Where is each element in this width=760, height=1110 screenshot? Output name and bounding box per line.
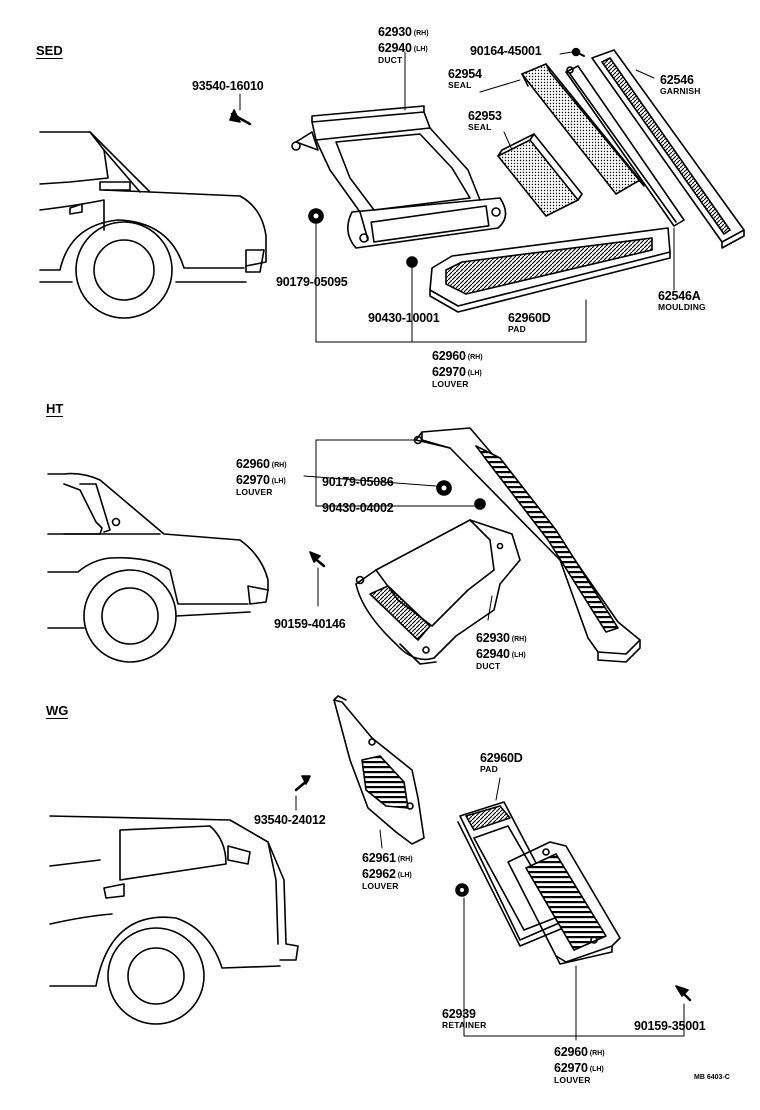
wagon-car-outline (49, 815, 299, 1025)
clip-90164-45001-icon (571, 47, 585, 57)
sed-seal-62953-callout: 62953 SEAL (468, 109, 502, 132)
sed-seal-62954-callout: 62954 SEAL (448, 67, 482, 90)
washer-90430-04002-icon (474, 498, 486, 510)
wg-pad-callout: 62960D PAD (480, 751, 523, 774)
hardtop-car-outline (47, 472, 269, 663)
moulding-62546A-part (565, 65, 685, 227)
section-label-sed: SED (36, 43, 63, 59)
section-label-ht: HT (46, 401, 64, 417)
sed-moulding-callout: 62546A MOULDING (658, 289, 706, 312)
sed-louver-callout: 62960(RH) 62970(LH) LOUVER (432, 349, 483, 389)
wg-small-louver-callout: 62961(RH) 62962(LH) LOUVER (362, 851, 413, 891)
wg-small-louver-part (333, 695, 425, 845)
washer-90430-10001-icon (406, 256, 418, 268)
sed-washer-part-number: 90430-10001 (368, 311, 440, 325)
wg-retainer-callout: 62939 RETAINER (442, 1007, 487, 1030)
sed-duct-part (291, 105, 507, 249)
wg-screw-93540-part-number: 93540-24012 (254, 813, 326, 827)
nut-90179-05095-icon (308, 208, 324, 224)
ht-duct-callout: 62930(RH) 62940(LH) DUCT (476, 631, 527, 671)
nut-90179-05086-icon (436, 480, 452, 496)
sed-leader-lines (239, 51, 675, 343)
screw-90159-35001-icon (675, 985, 692, 1002)
wg-louver-part (507, 841, 621, 965)
seal-62954-part (521, 63, 645, 195)
sed-pad-callout: 62960D PAD (508, 311, 551, 334)
wg-leader-lines (295, 777, 685, 1041)
ht-louver-part (413, 427, 641, 663)
sedan-car-outline (39, 131, 267, 319)
sed-duct-callout: 62930(RH) 62940(LH) DUCT (378, 25, 429, 65)
ht-louver-callout: 62960(RH) 62970(LH) LOUVER (236, 457, 287, 497)
wg-louver-callout: 62960(RH) 62970(LH) LOUVER (554, 1045, 605, 1085)
retainer-62939-icon (455, 883, 469, 897)
sed-clip-part-number: 90164-45001 (470, 44, 542, 58)
screw-90159-40146-icon (309, 551, 326, 568)
section-label-wg: WG (46, 703, 69, 719)
sed-nut-part-number: 90179-05095 (276, 275, 348, 289)
diagram-code: MB 6403-C (694, 1074, 730, 1081)
ht-washer-part-number: 90430-04002 (322, 501, 394, 515)
sed-garnish-callout: 62546 GARNISH (660, 73, 701, 96)
ht-screw-part-number: 90159-40146 (274, 617, 346, 631)
screw-93540-16010-icon (229, 109, 252, 126)
ht-nut-part-number: 90179-05086 (322, 475, 394, 489)
wg-screw-90159-part-number: 90159-35001 (634, 1019, 706, 1033)
sed-pad-louver-part (429, 227, 671, 313)
ht-leader-lines (303, 439, 493, 621)
seal-62953-part (497, 133, 583, 217)
sed-screw-part-number: 93540-16010 (192, 79, 264, 93)
screw-93540-24012-icon (294, 775, 311, 792)
garnish-62546-part (591, 49, 745, 249)
ht-duct-part (355, 519, 521, 665)
